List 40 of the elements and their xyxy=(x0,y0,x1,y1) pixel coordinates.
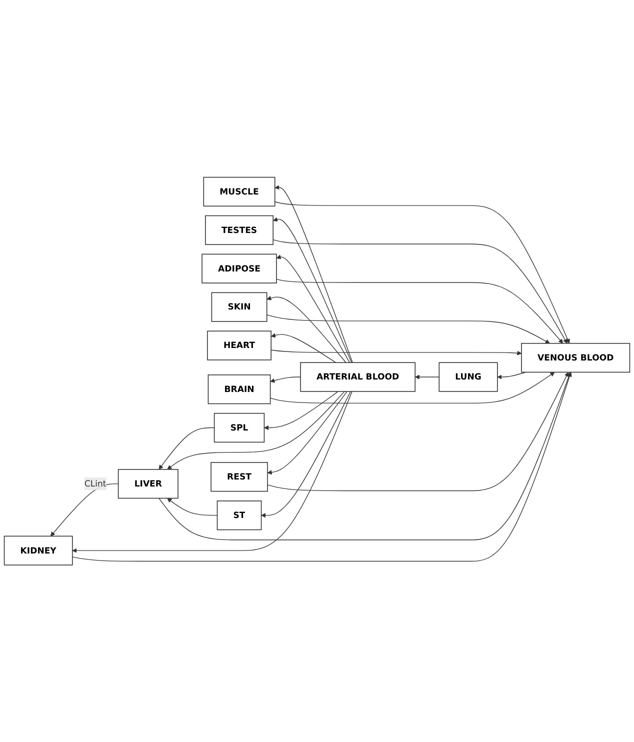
node-box: MUSCLE xyxy=(203,176,276,206)
node-box: ARTERIAL BLOOD xyxy=(300,362,416,392)
arrow xyxy=(72,390,352,553)
arrow xyxy=(414,374,440,380)
arrow xyxy=(272,239,568,344)
arrow xyxy=(274,201,570,344)
arrow xyxy=(276,254,350,363)
arrow xyxy=(261,390,351,518)
arrow xyxy=(264,390,338,430)
node-box: LUNG xyxy=(438,362,498,392)
node-box: KIDNEY xyxy=(4,536,73,566)
node-box: ADIPOSE xyxy=(202,254,277,284)
arrow xyxy=(270,350,522,356)
arrow xyxy=(272,217,352,363)
arrow xyxy=(158,372,572,540)
edge-label: CLint xyxy=(84,478,106,488)
arrow xyxy=(497,372,526,380)
arrow xyxy=(266,314,550,344)
arrow xyxy=(270,332,336,363)
node-box: LIVER xyxy=(118,468,178,498)
arrow xyxy=(270,376,301,383)
arrow xyxy=(266,296,346,363)
node-box: ST xyxy=(216,500,262,530)
arrow xyxy=(274,184,353,363)
arrow xyxy=(167,390,345,470)
arrow xyxy=(167,498,218,516)
arrow xyxy=(158,427,215,470)
arrow xyxy=(270,372,555,404)
node-box: HEART xyxy=(207,330,272,360)
arrow xyxy=(50,483,119,536)
arrow xyxy=(72,372,572,562)
arrow xyxy=(267,390,348,474)
node-box: REST xyxy=(210,462,268,492)
node-box: SPL xyxy=(214,412,265,442)
arrow xyxy=(276,278,564,344)
node-box: VENOUS BLOOD xyxy=(521,342,630,372)
node-box: SKIN xyxy=(211,292,268,322)
arrow xyxy=(267,372,569,491)
node-box: TESTES xyxy=(205,215,274,245)
node-box: BRAIN xyxy=(208,374,271,404)
